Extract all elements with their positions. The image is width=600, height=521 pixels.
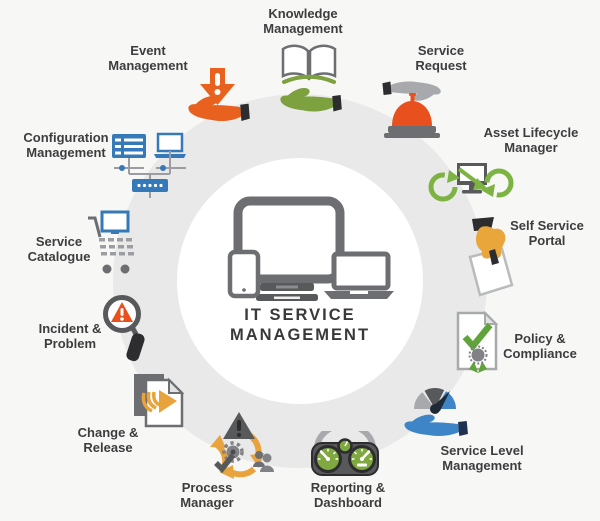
bell-hand-icon <box>378 70 446 142</box>
bell-hand-graphic <box>382 81 441 138</box>
devices-graphic <box>227 196 394 301</box>
service-catalogue-label: Service Catalogue <box>27 234 91 264</box>
open-book-hand-icon <box>275 44 343 118</box>
gauge-hand-icon <box>401 381 469 443</box>
change-release-label: Change & Release <box>77 425 139 455</box>
knowledge-management-label: Knowledge Management <box>263 6 343 36</box>
service-level-management-label: Service Level Management <box>440 443 524 473</box>
magnifier-alert-graphic <box>103 295 145 362</box>
hand-writing-document-icon <box>464 217 518 299</box>
devices-icon <box>226 196 394 302</box>
shopping-cart-monitor-icon <box>85 210 143 278</box>
network-devices-icon <box>110 132 190 202</box>
process-cycle-graphic <box>210 412 274 479</box>
dashboard-gauges-icon <box>311 431 379 477</box>
open-book-hand-graphic <box>280 44 342 112</box>
service-request-label: Service Request <box>415 43 467 73</box>
hand-writing-document-graphic <box>468 217 514 297</box>
recycle-monitor-graphic <box>428 163 514 202</box>
recycle-monitor-icon <box>425 157 517 211</box>
incident-problem-label: Incident & Problem <box>38 321 102 351</box>
certificate-check-icon <box>454 311 500 375</box>
documents-arrow-graphic <box>134 374 185 428</box>
configuration-management-label: Configuration Management <box>23 130 109 160</box>
event-management-label: Event Management <box>108 43 188 73</box>
network-devices-graphic <box>112 132 186 198</box>
alert-arrow-hand-icon <box>184 66 250 128</box>
center-title: IT SERVICE MANAGEMENT <box>229 306 371 344</box>
self-service-portal-label: Self Service Portal <box>510 218 584 248</box>
alert-arrow-hand-graphic <box>188 68 250 121</box>
certificate-check-graphic <box>456 311 499 373</box>
policy-compliance-label: Policy & Compliance <box>503 331 577 361</box>
process-cycle-icon <box>202 411 276 479</box>
documents-arrow-icon <box>132 372 188 428</box>
shopping-cart-monitor-graphic <box>88 210 134 274</box>
process-manager-label: Process Manager <box>180 480 234 510</box>
magnifier-alert-icon <box>101 293 145 365</box>
gauge-hand-graphic <box>404 387 468 436</box>
reporting-dashboard-label: Reporting & Dashboard <box>310 480 386 510</box>
dashboard-gauges-graphic <box>311 431 379 476</box>
asset-lifecycle-manager-label: Asset Lifecycle Manager <box>483 125 579 155</box>
